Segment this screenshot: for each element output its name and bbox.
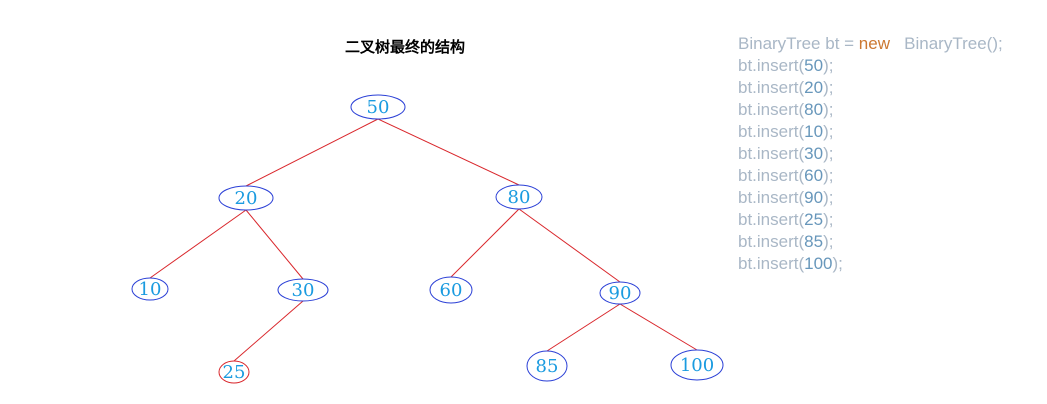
tree-edge <box>245 118 379 187</box>
code-number: 60 <box>804 166 824 185</box>
tree-edge <box>377 118 520 186</box>
tree-node-ellipse <box>131 277 169 301</box>
tree-edge <box>245 209 304 280</box>
code-text: ); <box>823 210 834 229</box>
code-line-declaration: BinaryTree bt = new BinaryTree(); <box>738 33 1003 55</box>
code-text: bt.insert( <box>738 78 805 97</box>
tree-nodes: 50 20 80 10 30 60 90 25 85 100 <box>131 94 724 384</box>
tree-edge <box>149 209 247 279</box>
code-keyword: new <box>858 34 890 53</box>
code-text: bt.insert( <box>738 122 805 141</box>
code-line-insert: bt.insert(50); <box>738 55 1003 77</box>
tree-edge <box>233 300 304 362</box>
code-line-insert: bt.insert(80); <box>738 99 1003 121</box>
code-number: 50 <box>804 56 824 75</box>
code-text: ); <box>823 188 834 207</box>
tree-node: 60 <box>429 276 473 304</box>
code-line-insert: bt.insert(30); <box>738 143 1003 165</box>
tree-node-label: 100 <box>680 355 714 376</box>
tree-node-ellipse <box>277 278 329 302</box>
code-text: bt.insert( <box>738 56 805 75</box>
tree-node-label: 85 <box>536 356 559 377</box>
tree-edge <box>450 208 520 278</box>
insert-lines: bt.insert(50);bt.insert(20);bt.insert(80… <box>738 55 1003 275</box>
tree-edge <box>518 208 621 283</box>
code-line-insert: bt.insert(25); <box>738 209 1003 231</box>
code-text: BinaryTree(); <box>889 34 1003 53</box>
code-text: bt.insert( <box>738 232 805 251</box>
tree-node: 10 <box>131 277 169 301</box>
tree-node-ellipse <box>495 184 543 210</box>
tree-node: 50 <box>350 94 406 120</box>
code-line-insert: bt.insert(10); <box>738 121 1003 143</box>
code-number: 25 <box>804 210 824 229</box>
tree-node: 80 <box>495 184 543 210</box>
tree-node-ellipse <box>350 94 406 120</box>
tree-edge <box>619 303 698 351</box>
code-number: 85 <box>804 232 824 251</box>
tree-node-ellipse <box>526 350 568 382</box>
code-number: 20 <box>804 78 824 97</box>
code-text: bt.insert( <box>738 254 805 273</box>
tree-node-label: 20 <box>235 188 258 209</box>
tree-node: 30 <box>277 278 329 302</box>
code-line-insert: bt.insert(90); <box>738 187 1003 209</box>
code-text: ); <box>823 144 834 163</box>
code-text: ); <box>823 232 834 251</box>
tree-node-label: 25 <box>223 362 246 383</box>
tree-node-ellipse <box>218 185 274 211</box>
tree-node-label: 30 <box>292 280 315 301</box>
code-text: bt.insert( <box>738 210 805 229</box>
code-line-insert: bt.insert(100); <box>738 253 1003 275</box>
tree-node-label: 90 <box>609 283 632 304</box>
code-text: bt.insert( <box>738 100 805 119</box>
tree-node-ellipse <box>429 276 473 304</box>
tree-node-ellipse <box>670 349 724 381</box>
code-text: ); <box>823 56 834 75</box>
tree-node: 25 <box>218 360 250 384</box>
code-number: 80 <box>804 100 824 119</box>
tree-node-ellipse <box>218 360 250 384</box>
tree-node: 100 <box>670 349 724 381</box>
tree-node: 90 <box>599 281 641 305</box>
code-number: 100 <box>804 254 833 273</box>
code-line-insert: bt.insert(60); <box>738 165 1003 187</box>
tree-edge <box>546 303 621 352</box>
tree-node-label: 10 <box>139 279 162 300</box>
code-line-insert: bt.insert(20); <box>738 77 1003 99</box>
code-text: BinaryTree bt = <box>738 34 859 53</box>
code-number: 30 <box>804 144 824 163</box>
tree-node-label: 50 <box>367 97 390 118</box>
code-line-insert: bt.insert(85); <box>738 231 1003 253</box>
tree-node: 85 <box>526 350 568 382</box>
tree-node-label: 60 <box>440 280 463 301</box>
tree-edges <box>149 118 698 362</box>
tree-node-ellipse <box>599 281 641 305</box>
code-text: bt.insert( <box>738 144 805 163</box>
code-text: ); <box>823 122 834 141</box>
tree-node-label: 80 <box>508 187 531 208</box>
diagram-title: 二叉树最终的结构 <box>344 38 465 56</box>
code-text: ); <box>832 254 843 273</box>
code-number: 10 <box>804 122 824 141</box>
code-text: bt.insert( <box>738 188 805 207</box>
code-text: ); <box>823 78 834 97</box>
tree-node: 20 <box>218 185 274 211</box>
code-block: BinaryTree bt = new BinaryTree(); bt.ins… <box>738 33 1003 275</box>
code-text: ); <box>823 100 834 119</box>
code-text: bt.insert( <box>738 166 805 185</box>
code-number: 90 <box>804 188 824 207</box>
code-text: ); <box>823 166 834 185</box>
